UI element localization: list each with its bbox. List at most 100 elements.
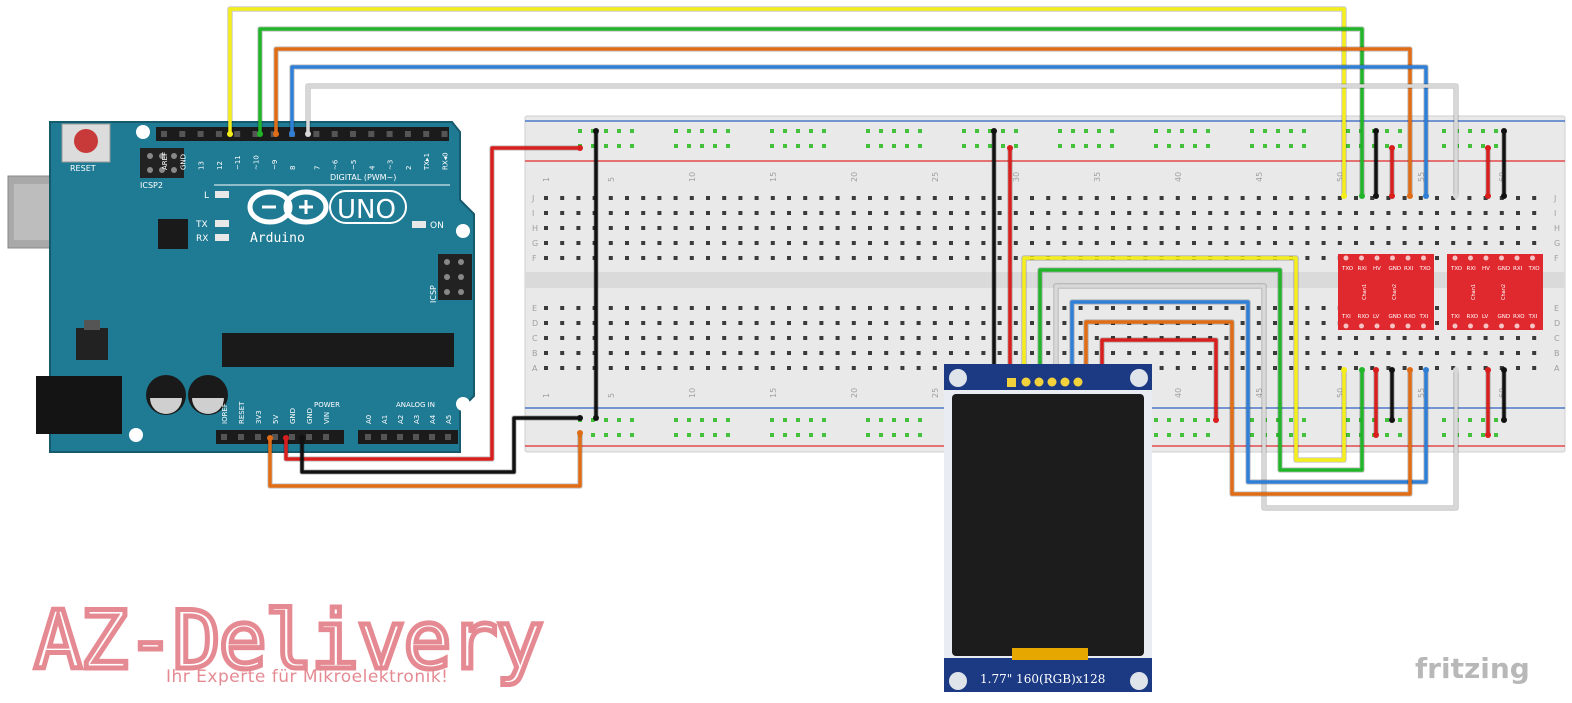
level-shifter-pin <box>1514 255 1520 261</box>
power-pin-socket <box>289 434 295 440</box>
rail-hole <box>918 433 922 437</box>
breadboard-hole <box>1224 196 1229 200</box>
breadboard-hole <box>803 256 808 260</box>
rail-hole <box>809 129 813 133</box>
breadboard-hole <box>900 366 905 370</box>
breadboard-hole <box>738 306 743 310</box>
power-pin-label: RESET <box>238 401 246 424</box>
rail-hole <box>1398 129 1402 133</box>
digital-pin-socket <box>441 131 448 137</box>
breadboard-hole <box>981 196 986 200</box>
breadboard-hole <box>1030 241 1034 245</box>
led-l <box>215 191 229 198</box>
rail-hole <box>1206 418 1210 422</box>
rail-hole <box>1250 144 1254 148</box>
power-pin-socket <box>255 434 261 440</box>
breadboard-hole <box>641 336 646 340</box>
rail-hole <box>1302 144 1306 148</box>
wire-gnd-black <box>300 416 580 474</box>
level-shifter-top-label: GND <box>1498 266 1511 272</box>
breadboard-hole <box>787 306 791 310</box>
breadboard-hole <box>1224 366 1229 370</box>
breadboard-hole <box>787 351 791 355</box>
rail-hole <box>1180 129 1184 133</box>
breadboard-hole <box>1078 351 1083 355</box>
breadboard-hole <box>706 256 710 260</box>
breadboard-hole <box>1046 196 1051 200</box>
breadboard-hole <box>1062 351 1067 355</box>
breadboard-hole <box>576 351 581 355</box>
breadboard-hole <box>997 241 1002 245</box>
breadboard-hole <box>997 351 1002 355</box>
level-shifter-pin <box>1421 323 1426 329</box>
wire-ls2-hv-end <box>1485 193 1491 199</box>
row-letter: C <box>532 334 538 343</box>
breadboard-hole <box>1127 241 1132 245</box>
power-label: POWER <box>314 401 340 409</box>
level-shifter-top-label: TXO <box>1419 266 1432 272</box>
rail-hole <box>1372 418 1376 422</box>
breadboard-hole <box>706 241 710 245</box>
breadboard-hole <box>576 366 581 370</box>
digital-pin-label: 4 <box>368 165 376 170</box>
breadboard-hole <box>1256 241 1261 245</box>
breadboard-hole <box>689 211 694 215</box>
breadboard-hole <box>1159 366 1164 370</box>
breadboard-hole <box>1192 211 1196 215</box>
breadboard-hole <box>1337 196 1342 200</box>
breadboard-hole <box>754 351 759 355</box>
rail-hole <box>1058 129 1062 133</box>
wire-pin9-blue-end <box>289 131 295 137</box>
rail-hole <box>726 418 730 422</box>
breadboard-hole <box>770 196 775 200</box>
tft-pin-header <box>1004 375 1092 389</box>
wire-pin9-blue-end <box>1423 193 1429 199</box>
breadboard-hole <box>981 241 986 245</box>
breadboard-hole <box>560 321 565 325</box>
rail-hole <box>1398 418 1402 422</box>
breadboard-hole <box>608 351 613 355</box>
analog-pin-socket <box>381 434 387 440</box>
column-number: 15 <box>769 388 778 398</box>
breadboard-hole <box>1402 351 1407 355</box>
rail-hole <box>905 144 909 148</box>
breadboard-hole <box>787 196 791 200</box>
digital-pin-label: ~9 <box>271 160 279 170</box>
reset-label: RESET <box>70 164 96 173</box>
rail-hole <box>1481 433 1485 437</box>
breadboard-hole <box>738 351 743 355</box>
level-shifter-pin <box>1374 255 1380 261</box>
row-letter: C <box>1554 334 1560 343</box>
breadboard-hole <box>932 196 937 200</box>
breadboard-hole <box>1516 226 1520 230</box>
analog-pin-label: A5 <box>445 415 453 424</box>
breadboard-hole <box>706 196 710 200</box>
rail-hole <box>1193 433 1197 437</box>
breadboard-hole <box>932 366 937 370</box>
wire-rail-gnd-end <box>593 128 599 134</box>
wire-pin8-white-end <box>305 131 311 137</box>
breadboard-hole <box>1386 211 1391 215</box>
breadboard-hole <box>1402 226 1407 230</box>
rail-hole <box>700 433 704 437</box>
column-number: 45 <box>1255 388 1264 398</box>
level-shifter-top-label: TXO <box>1341 266 1354 272</box>
breadboard-hole <box>544 321 548 325</box>
rail-hole <box>822 418 826 422</box>
breadboard-hole <box>1256 336 1261 340</box>
rail-hole <box>591 433 595 437</box>
breadboard-hole <box>738 211 743 215</box>
level-shifter-pin <box>1499 323 1504 329</box>
row-letter: E <box>532 304 537 313</box>
wire-ls2-gnd-bottom-end <box>1501 417 1507 423</box>
column-number: 55 <box>1417 172 1426 182</box>
breadboard-hole <box>576 336 581 340</box>
breadboard-hole <box>787 226 791 230</box>
breadboard-hole <box>1143 306 1148 310</box>
breadboard-hole <box>1256 321 1261 325</box>
az-delivery-tagline: Ihr Experte für Mikroelektronik! <box>166 667 448 687</box>
breadboard-hole <box>949 306 953 310</box>
column-number: 30 <box>1012 172 1021 182</box>
rail-hole <box>1481 144 1485 148</box>
wire-tft-blue-end <box>1423 367 1429 373</box>
